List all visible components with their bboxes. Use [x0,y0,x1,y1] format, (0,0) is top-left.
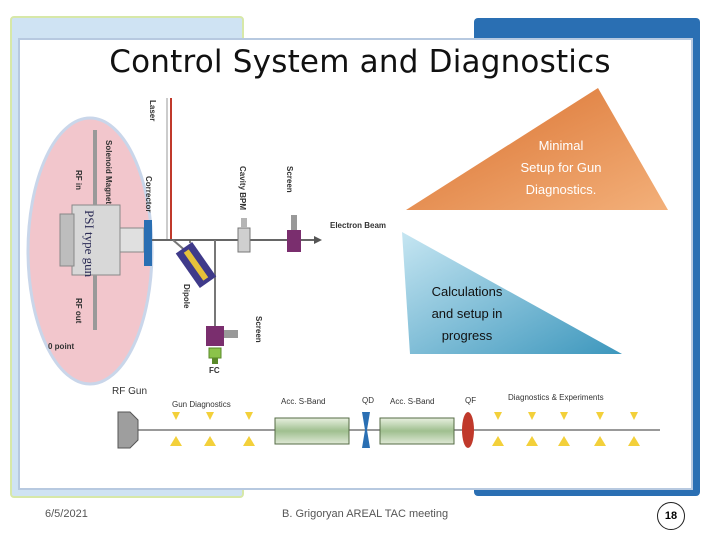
label-psi-gun: PSI type gun [82,210,97,278]
label-screen-top: Screen [285,166,294,193]
blue-callout-line-2: and setup in [432,306,503,321]
label-rf-in: RF in [74,170,83,190]
label-qd: QD [362,396,374,405]
orange-callout-line-1: Minimal [539,138,584,153]
qf-quadrupole [462,412,474,448]
label-gun-diagnostics: Gun Diagnostics [172,400,231,409]
page-number: 18 [657,502,685,530]
blue-callout-triangle [402,232,622,354]
label-electron-beam: Electron Beam [330,221,386,230]
orange-callout-line-2: Setup for Gun [521,160,602,175]
orange-callout-triangle [406,88,668,210]
footer-date: 6/5/2021 [45,508,88,520]
label-rf-out: RF out [74,298,83,324]
label-diag-experiments: Diagnostics & Experiments [508,393,604,402]
label-solenoid: Solenoid Magnet [104,140,113,204]
label-acc-sband-1: Acc. S-Band [281,397,325,406]
orange-callout-line-3: Diagnostics. [526,182,597,197]
label-acc-sband-2: Acc. S-Band [390,397,434,406]
qd-quadrupole [362,412,370,448]
label-zero-point: 0 point [48,342,75,351]
corrector-magnet [144,220,152,266]
screen-bottom [206,326,224,346]
footer-presenter: B. Grigoryan AREAL TAC meeting [282,508,449,520]
label-corrector: Corrector [144,176,153,212]
label-fc: FC [209,366,220,375]
label-laser: Laser [148,100,157,121]
acc-sband-2 [379,417,455,445]
rf-gun-shape [117,411,139,449]
acc-sband-1 [274,417,350,445]
label-qf: QF [465,396,476,405]
screen-top [287,230,301,252]
blue-callout-line-3: progress [442,328,493,343]
label-screen-bottom: Screen [254,316,263,343]
blue-callout-line-1: Calculations [432,284,503,299]
faraday-cup [208,347,222,359]
cavity-bpm [237,227,251,253]
label-rf-gun: RF Gun [112,386,147,397]
label-dipole: Dipole [182,284,191,309]
slide-title: Control System and Diagnostics [109,44,611,80]
label-cavity-bpm: Cavity BPM [238,166,247,210]
